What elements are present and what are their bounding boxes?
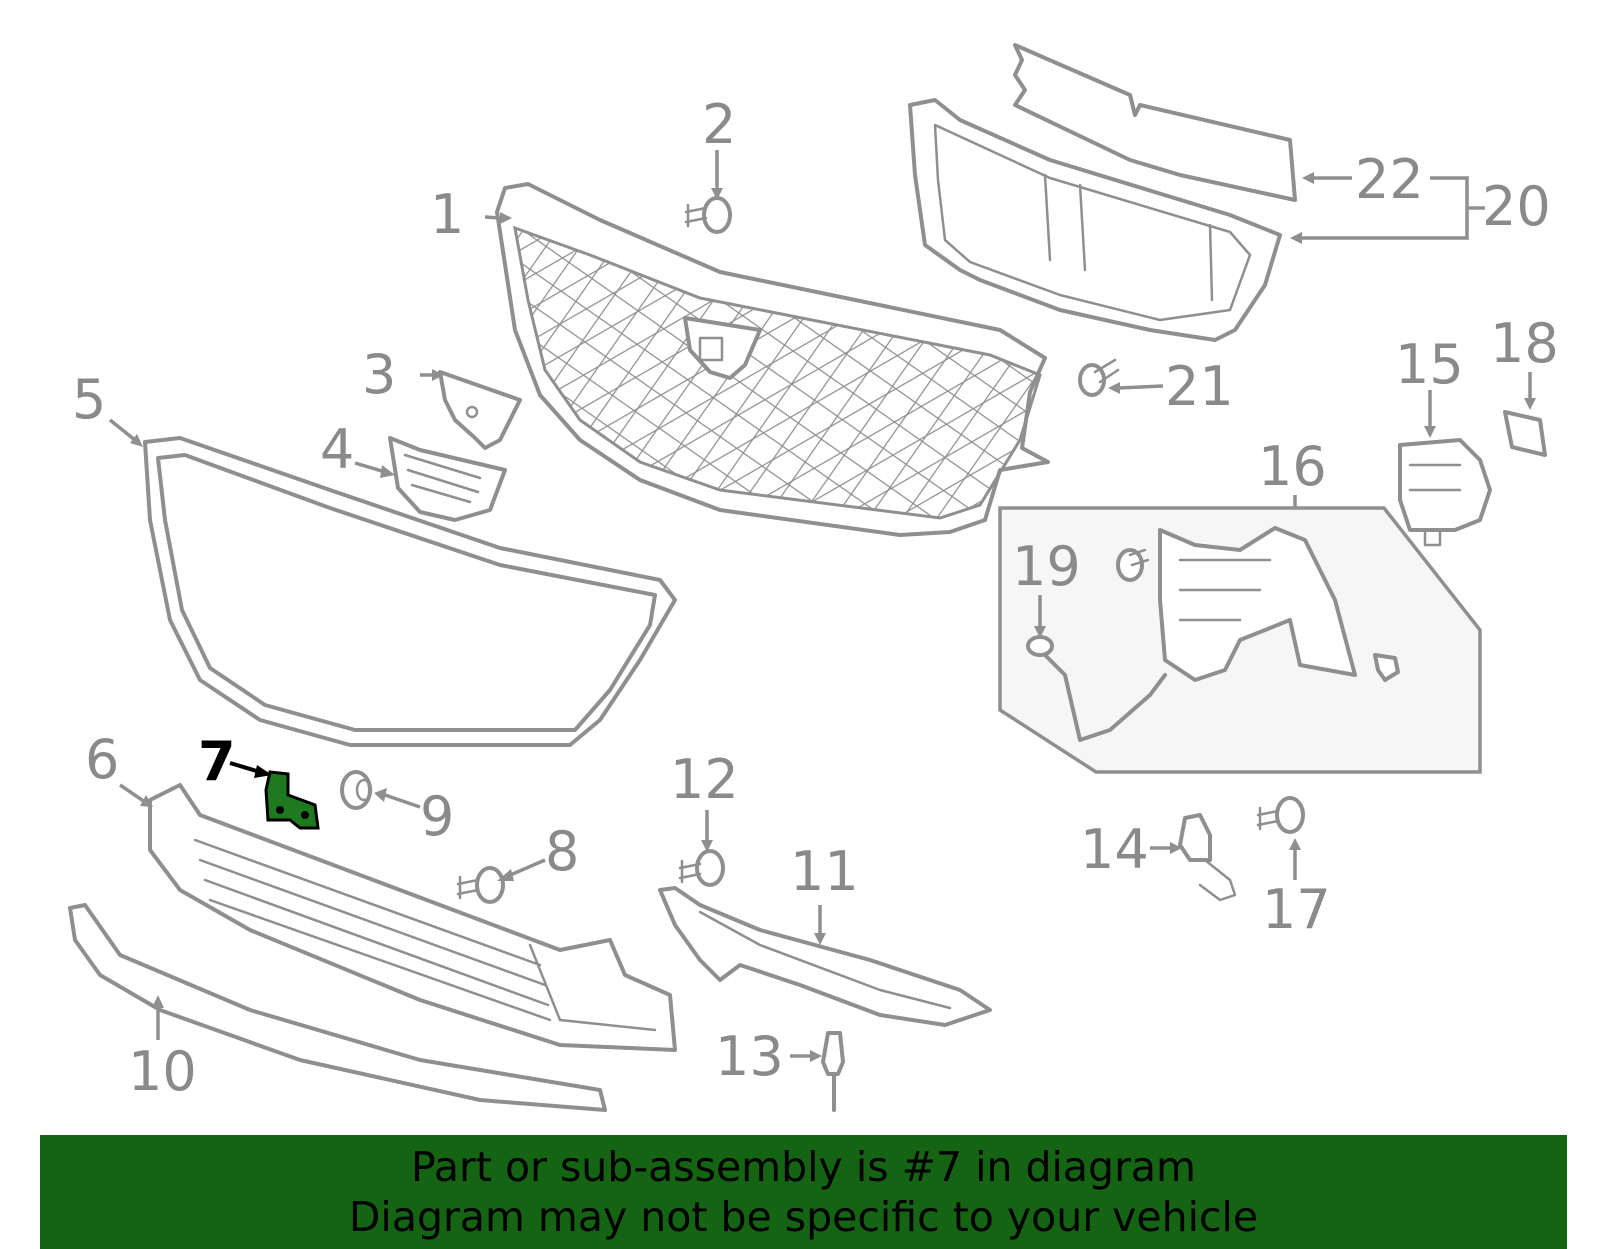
part-3-emblem-bracket [438,370,522,450]
callout-9: 9 [420,785,454,848]
part-17-bolt [1256,796,1305,834]
callout-4: 4 [320,418,354,481]
part-15-sensor [1398,438,1492,547]
callout-8: 8 [545,820,579,883]
callout-7: 7 [198,730,236,793]
callout-12: 12 [670,748,739,811]
part-18-seal [1503,410,1547,457]
part-20-baffle-assembly [908,43,1297,342]
callout-2: 2 [702,93,736,156]
info-banner: Part or sub-assembly is #7 in diagram Di… [40,1135,1567,1249]
callout-14: 14 [1080,818,1149,881]
part-4-emblem [388,436,507,522]
callout-15: 15 [1395,333,1464,396]
part-9-clip [340,770,373,810]
banner-line-1: Part or sub-assembly is #7 in diagram [411,1143,1196,1191]
parts-diagram: 1 2 3 4 5 6 7 8 9 10 11 12 13 14 15 16 1… [68,43,1559,1112]
callout-21: 21 [1165,355,1234,418]
callout-13: 13 [715,1025,784,1088]
part-6-lower-grille [148,783,677,1052]
callout-20: 20 [1482,175,1551,238]
callout-22: 22 [1355,148,1424,211]
callout-3: 3 [362,343,396,406]
part-2-bolt [684,196,732,234]
part-21-bolt [1078,358,1120,397]
part-13-push-pin [821,1031,845,1112]
part-7-bracket-highlighted [264,770,320,830]
part-16-assembly-box [998,506,1482,774]
diagram-canvas: 1 2 3 4 5 6 7 8 9 10 11 12 13 14 15 16 1… [68,43,1559,1112]
callout-1: 1 [430,183,464,246]
callout-17: 17 [1262,878,1331,941]
callout-6: 6 [85,728,119,791]
part-14-harness [1178,813,1237,902]
callout-11: 11 [790,840,859,903]
callout-10: 10 [128,1040,197,1103]
part-10-lower-trim-strip [68,903,607,1112]
callout-5: 5 [72,368,106,431]
part-5-grille-surround [143,436,677,747]
callout-19: 19 [1012,535,1081,598]
part-12-bolt [678,849,725,887]
part-1-upper-grille [495,182,1050,537]
callout-18: 18 [1490,312,1559,375]
callout-16: 16 [1258,435,1327,498]
part-11-bracket [658,886,992,1027]
callout-labels: 1 2 3 4 5 6 7 8 9 10 11 12 13 14 15 16 1… [72,93,1559,1103]
leader-lines [108,150,1536,1062]
part-8-bolt [456,866,505,904]
banner-line-2: Diagram may not be specific to your vehi… [348,1193,1259,1241]
